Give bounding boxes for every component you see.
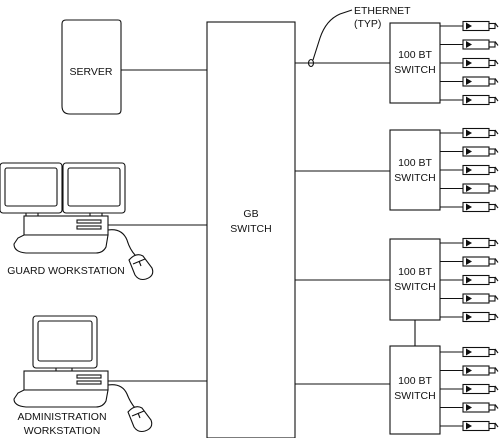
bt-switch-1: 100 BT SWITCH [389, 22, 441, 104]
camera-groups [440, 20, 499, 432]
camera-icon [462, 420, 499, 432]
camera-group-2 [440, 127, 499, 213]
administration-workstation: ADMINISTRATION WORKSTATION [13, 315, 153, 437]
server-label: SERVER [70, 66, 113, 78]
camera-group-3 [440, 237, 499, 323]
camera-icon [462, 164, 499, 176]
bt-switch-4: 100 BT SWITCH [389, 345, 441, 435]
camera-icon [462, 57, 499, 69]
camera-icon [462, 402, 499, 413]
camera-icon [462, 311, 499, 323]
bt-switch-3-label-line1: 100 BT [398, 266, 432, 278]
bt-switch-4-label-line1: 100 BT [398, 375, 432, 387]
gb-switch: GB SWITCH [206, 21, 296, 438]
camera-icon [462, 39, 499, 50]
guard-workstation-label: GUARD WORKSTATION [7, 265, 124, 277]
camera-icon [462, 127, 499, 139]
ethernet-leader [312, 9, 353, 61]
mouse-cable [107, 384, 136, 409]
gb-switch-label-line2: SWITCH [230, 223, 271, 235]
camera-group-1 [440, 20, 499, 106]
camera-icon [462, 365, 499, 376]
administration-label-line1: ADMINISTRATION [17, 411, 106, 423]
bt-switch-3: 100 BT SWITCH [389, 238, 441, 321]
guard-workstation: GUARD WORKSTATION [0, 162, 154, 281]
mouse-cable [107, 229, 137, 257]
ethernet-label-line2: (TYP) [354, 18, 381, 30]
camera-icon [462, 146, 499, 157]
bt-switch-2-label-line2: SWITCH [394, 172, 435, 184]
gb-switch-label-line1: GB [243, 208, 258, 220]
mouse-icon [128, 254, 154, 281]
camera-icon [462, 274, 499, 286]
camera-group-4 [440, 346, 499, 432]
camera-icon [462, 201, 499, 213]
monitor-icon [62, 162, 126, 214]
monitor-icon [32, 315, 98, 369]
ethernet-label-line1: ETHERNET [354, 5, 411, 17]
bt-switch-3-label-line2: SWITCH [394, 281, 435, 293]
camera-icon [462, 237, 499, 249]
bt-switch-2: 100 BT SWITCH [389, 129, 441, 211]
camera-icon [462, 20, 499, 32]
bt-switch-1-label-line2: SWITCH [394, 64, 435, 76]
bt-switch-2-label-line1: 100 BT [398, 157, 432, 169]
server: SERVER [61, 19, 122, 115]
computer-icon [13, 215, 109, 254]
camera-icon [462, 183, 499, 194]
monitor-icon [0, 162, 63, 214]
camera-icon [462, 256, 499, 267]
camera-icon [462, 76, 499, 87]
computer-icon [13, 370, 109, 408]
camera-icon [462, 293, 499, 304]
camera-icon [462, 383, 499, 395]
camera-icon [462, 94, 499, 106]
bt-switch-1-label-line1: 100 BT [398, 49, 432, 61]
mouse-icon [127, 406, 153, 433]
administration-label-line2: WORKSTATION [24, 425, 101, 437]
camera-icon [462, 346, 499, 358]
bt-switch-4-label-line2: SWITCH [394, 390, 435, 402]
